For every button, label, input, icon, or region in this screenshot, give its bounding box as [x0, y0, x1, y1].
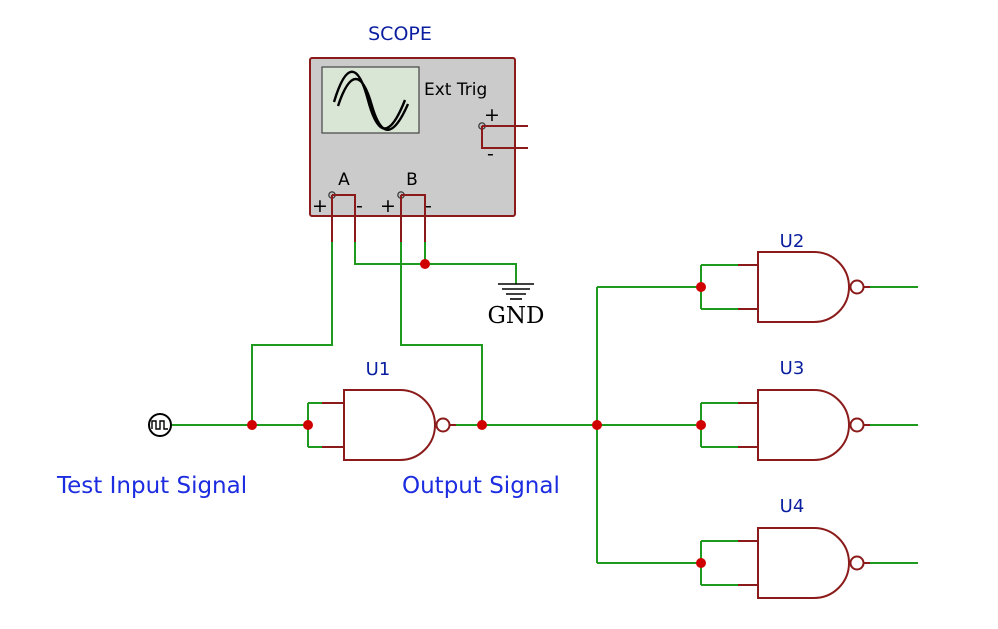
u2-bubble	[849, 279, 865, 295]
ext-trig-minus: -	[487, 143, 494, 165]
u4-body	[757, 527, 850, 599]
channel-a-probe-wire	[251, 242, 333, 425]
u3-input-bridge	[700, 402, 738, 448]
channel-b-minus-lead	[401, 194, 426, 242]
u1-body	[343, 389, 436, 461]
ext-trig-label: Ext Trig	[424, 80, 487, 100]
ext-trig-plus: +	[484, 104, 500, 126]
u1-bubble	[435, 417, 451, 433]
u4-input-bridge	[700, 540, 738, 586]
u1-input-stubs	[308, 402, 322, 448]
u2-input-leads	[738, 264, 758, 310]
scope-title: SCOPE	[368, 23, 432, 45]
ground-icon[interactable]: GND	[488, 283, 545, 329]
channel-a-plus: +	[312, 195, 328, 217]
nand-gate-u2[interactable]: U2	[738, 231, 870, 323]
sine-wave-icon	[332, 70, 410, 131]
nand-gate-u1[interactable]: U1	[322, 359, 456, 461]
u2-body	[757, 251, 850, 323]
channel-b-label: B	[406, 170, 418, 190]
junction-u2-input	[696, 282, 706, 292]
u4-bubble	[849, 555, 865, 571]
ext-trig-minus-lead	[481, 126, 528, 149]
junction-input-probe	[247, 420, 257, 430]
junctions	[247, 259, 706, 568]
u1-label: U1	[366, 359, 391, 380]
test-input-signal-label: Test Input Signal	[56, 473, 247, 499]
junction-fanout	[592, 420, 602, 430]
u1-input-leads	[322, 402, 344, 448]
junction-u1-output	[477, 420, 487, 430]
channel-b-probe-wire	[400, 242, 483, 425]
u3-label: U3	[780, 358, 805, 379]
u3-input-leads	[738, 402, 758, 448]
square-wave-source-icon[interactable]	[148, 413, 172, 437]
junction-u1-input	[303, 420, 313, 430]
junction-u3-input	[696, 420, 706, 430]
channel-b-plus: +	[380, 195, 396, 217]
wires	[172, 242, 918, 586]
channel-a-label: A	[338, 170, 350, 190]
u3-body	[757, 389, 850, 461]
u3-bubble	[849, 417, 865, 433]
ground-wire	[354, 242, 517, 284]
junction-u4-input	[696, 558, 706, 568]
channel-a-minus-lead	[332, 194, 356, 242]
u2-label: U2	[780, 231, 805, 252]
channel-b-minus: -	[425, 195, 432, 217]
fanout-branches	[597, 286, 701, 564]
ground-label: GND	[488, 303, 545, 329]
channel-a-minus: -	[356, 195, 363, 217]
nand-gate-u3[interactable]: U3	[738, 358, 870, 461]
junction-ground	[420, 259, 430, 269]
u2-input-bridge	[700, 264, 738, 310]
u4-input-leads	[738, 540, 758, 586]
u4-label: U4	[780, 496, 805, 517]
output-signal-label: Output Signal	[402, 473, 560, 499]
nand-gate-u4[interactable]: U4	[738, 496, 870, 599]
oscilloscope[interactable]: SCOPE Ext Trig + - A B + - + -	[309, 23, 528, 242]
